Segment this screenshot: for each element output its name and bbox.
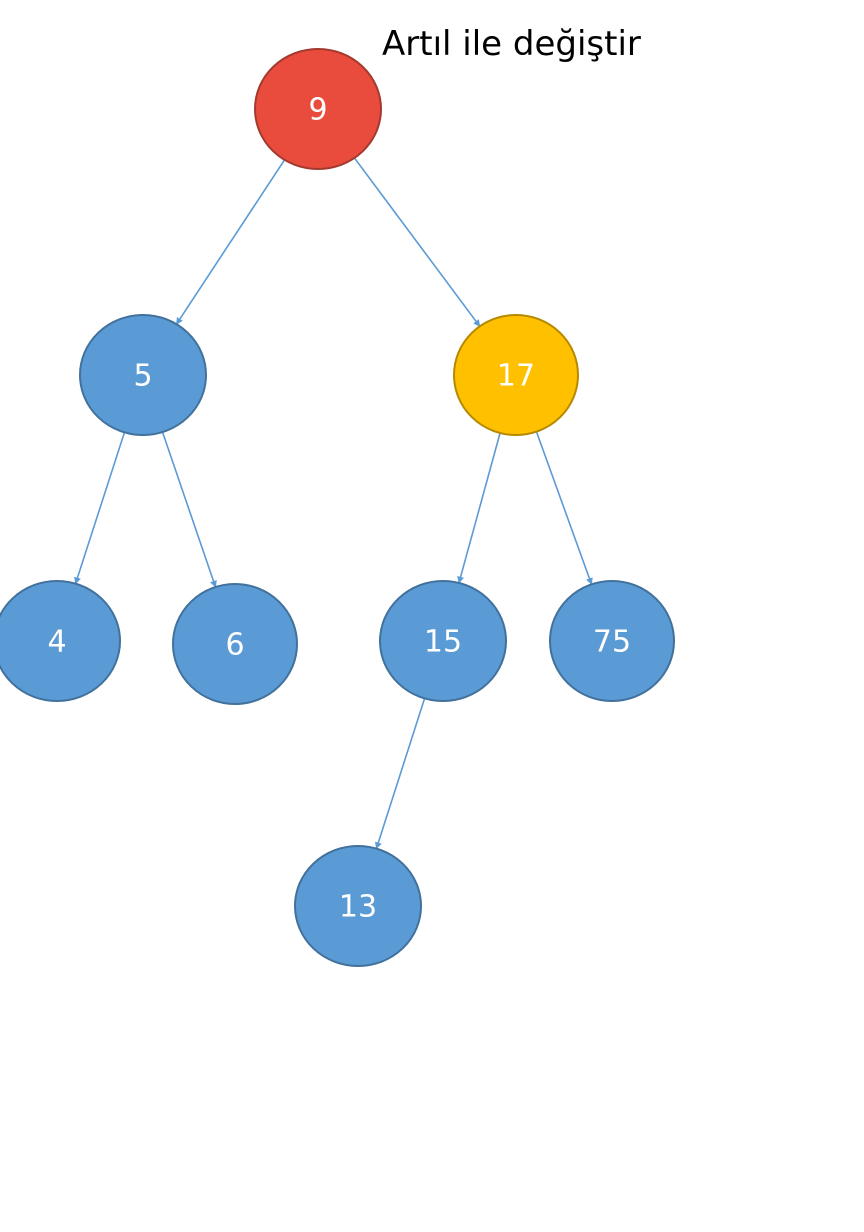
tree-node-13: 13	[294, 845, 422, 967]
node-label: 5	[133, 359, 152, 394]
tree-node-75: 75	[549, 580, 675, 702]
node-circle	[549, 580, 675, 702]
node-label: 15	[424, 625, 462, 660]
edge-n17-n15	[457, 432, 501, 584]
tree-node-6: 6	[172, 583, 298, 705]
tree-node-5: 5	[79, 314, 207, 436]
edge-n9-n17	[353, 157, 481, 327]
node-circle	[294, 845, 422, 967]
node-label: 6	[225, 628, 244, 663]
node-layer: 9 5 17 4 6 15 75 13	[0, 48, 675, 967]
edge-layer	[74, 157, 593, 850]
tree-node-15: 15	[379, 580, 507, 702]
node-circle	[379, 580, 507, 702]
edge-n5-n6	[161, 431, 217, 588]
node-circle	[254, 48, 382, 170]
node-label: 4	[47, 625, 66, 660]
node-label: 13	[339, 890, 377, 925]
edge-n17-n75	[535, 431, 593, 586]
tree-node-17: 17	[453, 314, 579, 436]
edge-n9-n5	[175, 159, 286, 325]
node-circle	[172, 583, 298, 705]
tree-node-9: 9	[254, 48, 382, 170]
node-label: 75	[593, 625, 631, 660]
diagram-title: Artıl ile değiştir	[382, 24, 641, 64]
node-circle	[453, 314, 579, 436]
edge-n15-n13	[374, 698, 426, 850]
node-label: 9	[308, 93, 327, 128]
node-circle	[0, 580, 121, 702]
node-label: 17	[497, 359, 535, 394]
edge-n5-n4	[74, 432, 126, 585]
node-circle	[79, 314, 207, 436]
tree-node-4: 4	[0, 580, 121, 702]
